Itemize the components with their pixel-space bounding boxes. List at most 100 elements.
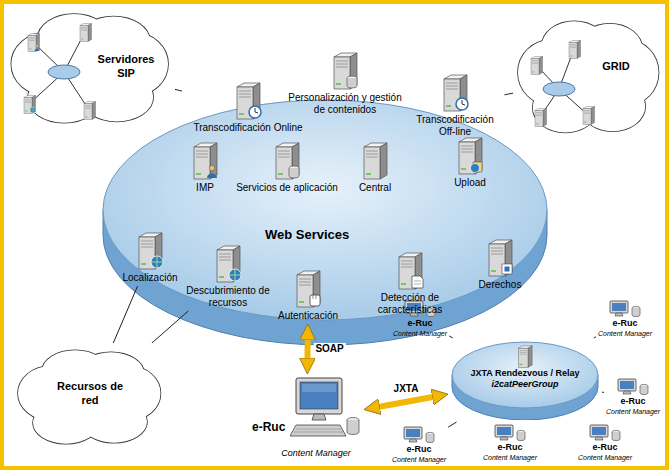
shape-part	[536, 124, 539, 125]
shape-part	[570, 45, 576, 48]
shape-part	[29, 38, 35, 41]
disc-label: JXTA Rendezvous / Relay	[470, 368, 579, 379]
peer-name: e-Ruc	[408, 318, 433, 329]
shape-part	[84, 102, 96, 120]
shape-part	[85, 117, 88, 118]
server-label: IMP	[185, 182, 225, 194]
shape-part	[80, 24, 92, 42]
shape-part	[141, 241, 153, 247]
disc-label: i2catPeerGroup	[491, 379, 558, 390]
shape-part	[584, 111, 590, 114]
server-icon	[272, 140, 302, 180]
peer-caption: Content Manager	[598, 329, 652, 338]
shape-part	[366, 173, 371, 175]
shape-part	[103, 100, 547, 320]
shape-part	[412, 276, 423, 288]
shape-part	[497, 427, 511, 435]
shape-part	[81, 39, 84, 40]
server-icon	[395, 250, 425, 290]
server-node: Detección de características	[366, 250, 454, 316]
shape-part	[28, 36, 36, 52]
shape-part	[151, 256, 163, 268]
server-node: Transcodificación Off-line	[408, 72, 503, 138]
shape-part	[207, 174, 217, 179]
peer-computer-icon	[616, 378, 650, 396]
shape-part	[409, 439, 417, 442]
shape-part	[612, 303, 626, 311]
peer-name: e-Ruc	[621, 396, 646, 407]
shape-part	[592, 427, 606, 435]
shape-part	[141, 263, 146, 265]
peer-node: e-RucContent Manager	[578, 424, 632, 462]
shape-part	[569, 43, 577, 59]
shape-part	[491, 248, 503, 254]
shape-part	[407, 303, 421, 311]
shape-part	[289, 168, 299, 178]
network-hub	[515, 15, 663, 140]
cloud-node: Recursos de red	[15, 345, 165, 450]
peer-computer-icon	[588, 424, 622, 442]
shape-part	[446, 105, 451, 107]
peer-name: e-Ruc	[498, 442, 523, 453]
peer-node: e-RucContent Manager	[598, 300, 652, 338]
server-label: Derechos	[470, 279, 530, 291]
shape-part	[29, 49, 32, 50]
shape-part	[456, 98, 468, 110]
web-services-disc: Web ServicesTranscodificación OnlinePers…	[100, 95, 550, 350]
shape-part	[620, 381, 634, 389]
shape-part	[452, 342, 598, 408]
shape-part	[577, 41, 581, 59]
shape-part	[25, 111, 28, 112]
shape-part	[640, 386, 648, 395]
shape-part	[505, 267, 510, 272]
shape-part	[310, 295, 320, 306]
shape-part	[336, 83, 341, 85]
shape-part	[618, 379, 636, 391]
shape-part	[543, 109, 547, 127]
shape-part	[520, 351, 527, 355]
client-node: e-RucContent Manager	[252, 376, 362, 464]
shape-part	[569, 41, 581, 59]
peer-computer-icon	[608, 300, 642, 318]
jxta-disc: JXTA Rendezvous / Relayi2catPeerGroup	[450, 340, 600, 420]
cloud-label: Servidores SIP	[94, 52, 158, 80]
shape-part	[88, 24, 92, 42]
shape-part	[80, 26, 88, 42]
shape-part	[532, 61, 538, 64]
server-icon	[330, 50, 360, 90]
server-icon	[485, 237, 515, 277]
shape-part	[471, 164, 480, 173]
shape-part	[583, 109, 591, 125]
shape-part	[296, 378, 342, 414]
shape-part	[580, 81, 645, 131]
server-label: Upload	[445, 177, 495, 189]
shape-part	[313, 295, 316, 299]
shape-part	[595, 437, 603, 440]
shape-part	[278, 151, 290, 157]
shape-part	[209, 165, 214, 170]
server-node: IMP	[185, 140, 225, 194]
shape-part	[81, 28, 87, 31]
shape-part	[25, 100, 31, 103]
server-label: Detección de características	[366, 292, 454, 316]
shape-part	[347, 78, 357, 88]
shape-part	[580, 81, 645, 131]
server-node: Central	[348, 140, 403, 194]
peer-node: e-RucContent Manager	[392, 426, 446, 464]
shape-part	[615, 313, 623, 316]
shape-part	[495, 425, 513, 437]
peer-name: e-Ruc	[613, 318, 638, 329]
server-icon	[213, 243, 243, 283]
link-line	[175, 89, 182, 91]
shape-part	[366, 151, 378, 157]
shape-part	[406, 429, 420, 437]
peer-computer-icon	[493, 424, 527, 442]
shape-part	[612, 432, 620, 441]
shape-part	[229, 269, 241, 281]
shape-part	[36, 45, 39, 48]
server-label: Descubrimiento de recursos	[183, 285, 273, 309]
shape-part	[520, 364, 523, 365]
shape-part	[401, 283, 406, 285]
cloud-label: Recursos de red	[53, 379, 127, 407]
